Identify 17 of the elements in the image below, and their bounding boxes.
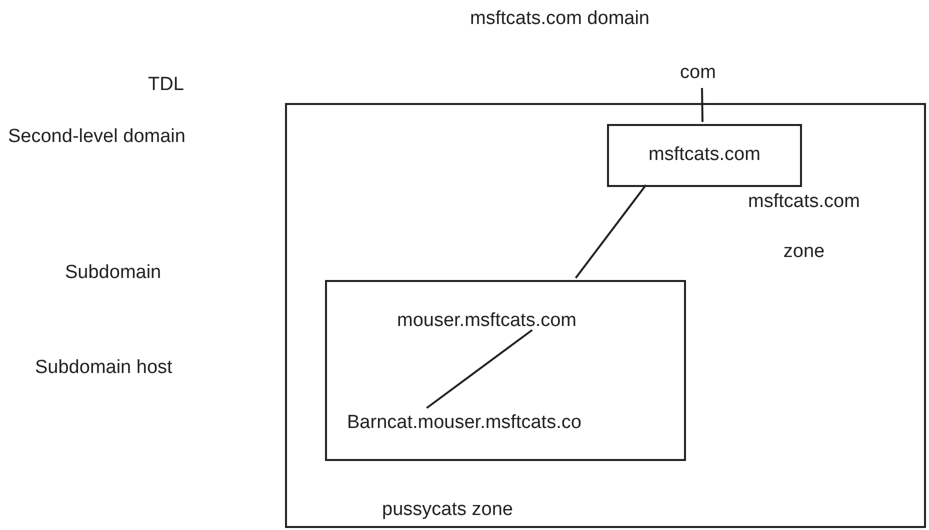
domain-label: mouser.msftcats.com <box>397 310 629 334</box>
zone-box <box>325 280 686 461</box>
zone-label: pussycats zone <box>382 499 513 521</box>
domain-label: Barncat.mouser.msftcats.co <box>347 412 657 436</box>
connector-line <box>426 329 533 409</box>
level-label: TDL <box>148 74 184 96</box>
domain-box <box>607 124 802 187</box>
connector-line <box>574 184 647 279</box>
level-label: Subdomain <box>65 262 162 284</box>
domain-label: com <box>680 62 724 88</box>
zone-label: msftcats.com <box>648 144 762 166</box>
connector-line <box>701 88 704 122</box>
zone-box <box>285 103 926 528</box>
level-label: Second-level domain <box>8 126 186 148</box>
diagram-title: msftcats.com domain <box>470 8 650 30</box>
level-label: Subdomain host <box>35 357 172 379</box>
zone-label: msftcats.com zone <box>747 190 861 264</box>
